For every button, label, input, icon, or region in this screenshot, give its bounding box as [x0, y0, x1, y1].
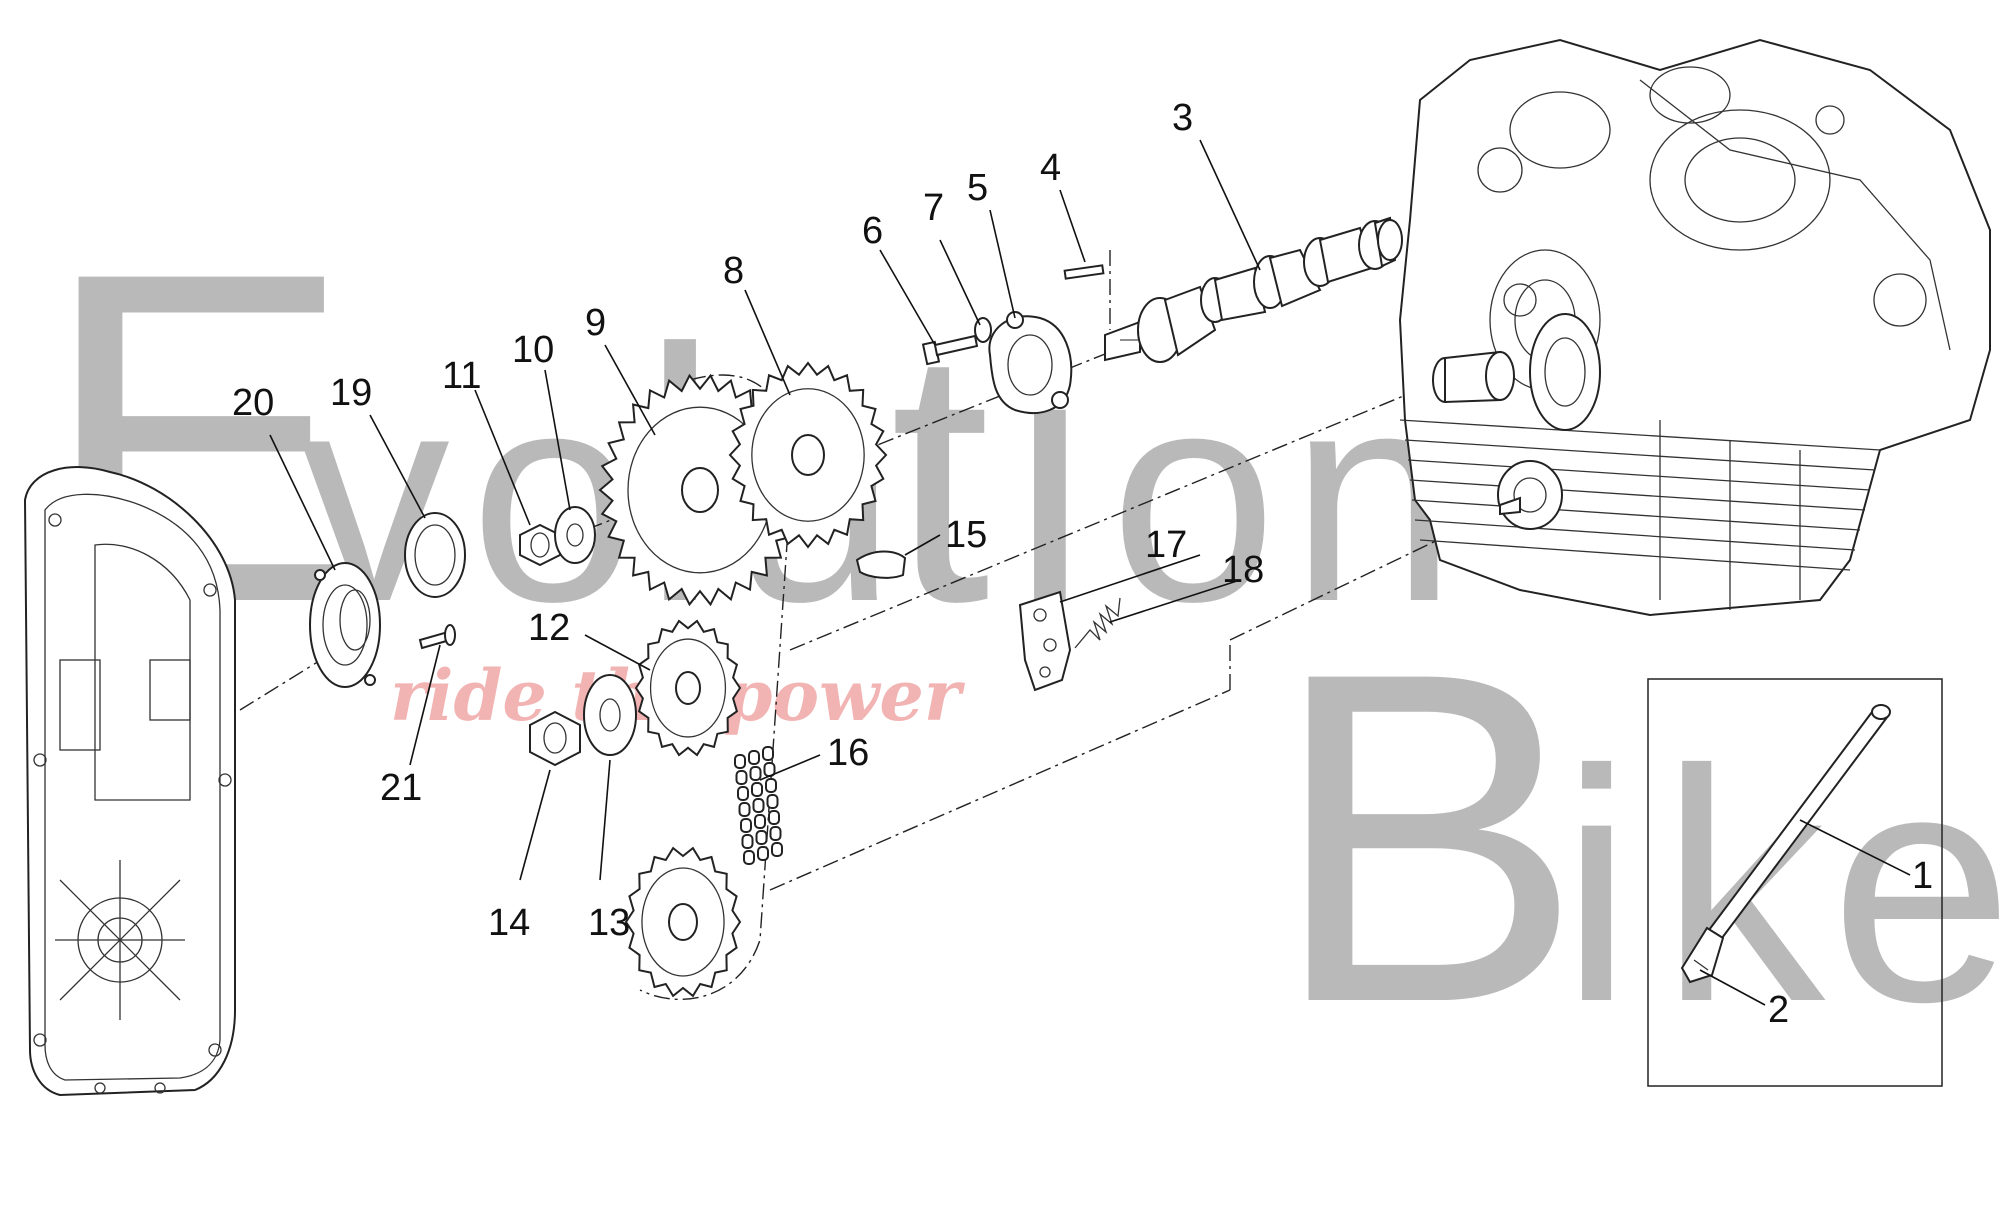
- bearing-flange-icon: [988, 311, 1073, 414]
- chain-link: [766, 794, 779, 809]
- crankcase-fins: [1399, 419, 1881, 571]
- sprocket-hub: [675, 671, 701, 705]
- nut-icon: [519, 523, 561, 567]
- chain-link: [755, 830, 768, 845]
- key-icon: [855, 550, 907, 579]
- chain-link: [743, 850, 755, 865]
- watermark-letter: o: [1110, 328, 1277, 664]
- washer-icon: [974, 317, 992, 343]
- callout-label: 11: [442, 355, 481, 397]
- washer-icon: [554, 506, 596, 564]
- watermark-letter: e: [1830, 701, 2000, 1070]
- callout-label: 14: [488, 902, 530, 944]
- callout-label: 3: [1172, 97, 1193, 139]
- callout-label: 16: [827, 732, 869, 774]
- chain-link: [762, 746, 774, 761]
- chain-link: [741, 834, 754, 849]
- chain-link: [734, 754, 746, 769]
- chain-link: [768, 810, 780, 825]
- callout-label: 20: [232, 382, 274, 424]
- oil-seal-icon: [309, 562, 381, 688]
- chain-link: [752, 798, 765, 813]
- chain-link: [754, 814, 766, 829]
- callout-label: 10: [512, 329, 554, 371]
- callout-label: 5: [967, 167, 988, 209]
- callout-label: 1: [1912, 855, 1933, 897]
- watermark-letter: i: [1560, 701, 1633, 1070]
- callout-label: 7: [923, 187, 944, 229]
- sprocket-hub: [791, 434, 825, 476]
- callout-label: 2: [1768, 989, 1789, 1031]
- callout-labels: 1 2 3 4 5 6 7 8 9 10 11 12 13 14 15 16 1…: [232, 97, 1933, 1031]
- chain-link: [751, 782, 763, 797]
- inset-box: [1647, 678, 1943, 1087]
- callout-label: 6: [862, 210, 883, 252]
- washer-icon: [583, 674, 637, 756]
- tensioner-slider-icon: [1018, 590, 1072, 692]
- timing-cover-icon: [23, 466, 236, 1097]
- chain-link: [738, 802, 751, 817]
- crankcase-icon: [1398, 38, 1991, 617]
- callout-label: 19: [330, 372, 372, 414]
- chain-link: [757, 846, 769, 861]
- callout-label: 12: [528, 607, 570, 649]
- callout-label: 9: [585, 302, 606, 344]
- sprocket-web: [649, 638, 727, 738]
- callout-label: 8: [723, 250, 744, 292]
- pin-icon: [1063, 264, 1105, 280]
- sprocket-web: [641, 867, 725, 977]
- chain-link: [771, 842, 783, 857]
- chain-link: [749, 766, 762, 781]
- chain-link: [748, 750, 760, 765]
- sprocket-icon: [634, 619, 742, 757]
- bolt-icon: [921, 334, 979, 366]
- nut-icon: [529, 710, 581, 767]
- sprocket-hub: [668, 903, 698, 941]
- chain-link: [737, 786, 749, 801]
- callout-label: 21: [380, 767, 422, 809]
- chain-icon: [734, 746, 783, 865]
- callout-label: 18: [1222, 549, 1264, 591]
- chain-link: [769, 826, 782, 841]
- callout-label: 13: [588, 902, 630, 944]
- camshaft-icon: [1104, 216, 1403, 363]
- callout-label: 15: [945, 514, 987, 556]
- callout-label: 17: [1145, 524, 1187, 566]
- sprocket-hub: [681, 467, 719, 513]
- chain-link: [765, 778, 777, 793]
- sprocket-web: [751, 388, 865, 522]
- sprocket-icon: [728, 361, 888, 549]
- callout-label: 4: [1040, 147, 1061, 189]
- chain-link: [735, 770, 748, 785]
- leader-lines: [269, 139, 1911, 1006]
- ring-seal-icon: [404, 512, 466, 598]
- sprocket-icon: [624, 846, 742, 998]
- screw-icon: [418, 624, 456, 650]
- watermark-letter: B: [1270, 575, 1584, 1100]
- tensioner-rod-icon: [1680, 704, 1891, 984]
- spring-icon: [1074, 597, 1121, 649]
- chain-link: [740, 818, 752, 833]
